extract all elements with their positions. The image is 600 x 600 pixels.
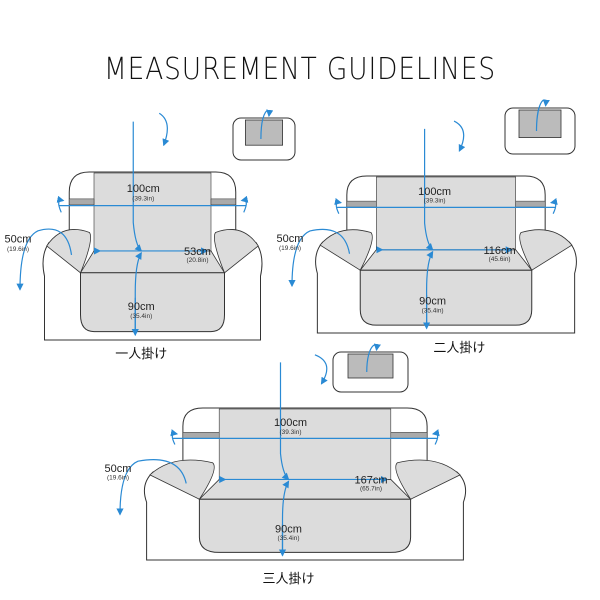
- sofa-type-label: 二人掛け: [433, 341, 485, 356]
- page-title: MEASUREMENT GUIDELINES: [104, 52, 496, 87]
- arm-length-label: 50cm: [105, 463, 132, 475]
- arm-length-inches: (19.6in): [279, 245, 301, 252]
- back-length-inches: (39.3in): [279, 429, 301, 436]
- thumbnail-cover: [347, 353, 394, 379]
- back-length-label: 100cm: [274, 417, 307, 429]
- wrap-arrow-right: [240, 195, 249, 213]
- arm-cover-left: [149, 459, 215, 500]
- width-inches: (65.7in): [360, 485, 382, 492]
- arm-cover-left: [319, 229, 373, 271]
- sofa-type-label: 一人掛け: [115, 347, 167, 362]
- back-cover-panel: [376, 176, 516, 252]
- wrap-arrow-left: [56, 195, 65, 213]
- seat-length-arrow: [134, 251, 142, 335]
- width-label: 116cm: [483, 245, 515, 257]
- top-tuck-arrow: [453, 120, 466, 152]
- arm-length-inches: (19.6in): [107, 474, 129, 481]
- arm-length-arrow: [116, 459, 187, 516]
- arm-cover-right: [519, 229, 573, 271]
- seat-length-arrow: [426, 250, 434, 329]
- wrap-arrow-left: [170, 429, 179, 445]
- strap-right: [210, 198, 236, 206]
- back-length-inches: (39.3in): [132, 196, 154, 203]
- width-label: 53cm: [184, 246, 211, 258]
- front-cover-panel: [198, 498, 412, 553]
- width-inches: (20.8in): [186, 257, 208, 264]
- tuck-arrow-icon: [535, 99, 550, 132]
- tuck-arrow-icon: [366, 343, 381, 373]
- sofa-1: 100cm(39.3in) 53cm(20.8in) 90cm(35.4in) 50c…: [5, 112, 263, 362]
- strap-left: [346, 200, 377, 208]
- arm-length-label: 50cm: [277, 233, 304, 245]
- wrap-arrow-left: [334, 198, 343, 214]
- thumbnail-1: [232, 109, 296, 161]
- arm-length-inches: (19.6in): [7, 246, 29, 253]
- strap-left: [69, 198, 95, 206]
- arm-length-arrow: [288, 228, 351, 288]
- width-label: 167cm: [354, 474, 387, 486]
- seat-length-inches: (35.4in): [277, 535, 299, 542]
- back-length-label: 100cm: [127, 183, 160, 195]
- seat-length-label: 90cm: [275, 524, 302, 536]
- thumbnail-cover: [518, 109, 562, 139]
- seat-length-label: 90cm: [419, 296, 446, 308]
- strap-right: [515, 200, 546, 208]
- thumbnail-3: [332, 343, 409, 393]
- strap-right: [390, 432, 428, 439]
- width-inches: (45.6in): [489, 256, 511, 263]
- strap-left: [182, 432, 220, 439]
- top-tuck-arrow: [158, 112, 170, 147]
- top-tuck-arrow: [314, 354, 328, 385]
- seat-length-label: 90cm: [128, 301, 155, 313]
- back-length-label: 100cm: [418, 186, 451, 198]
- seat-length-inches: (35.4in): [130, 313, 152, 320]
- front-cover-panel: [80, 272, 225, 333]
- thumbnail-cover: [244, 119, 283, 146]
- sofa-type-label: 三人掛け: [262, 572, 314, 587]
- thumbnail-2: [504, 99, 576, 155]
- arm-cover-right: [213, 229, 259, 274]
- sofa-3: 100cm(39.3in) 167cm(65.7in) 90cm(35.4in) 50…: [105, 354, 467, 587]
- tuck-arrow-icon: [260, 109, 274, 140]
- seat-length-inches: (35.4in): [422, 308, 444, 315]
- seat-length-arrow: [281, 480, 290, 556]
- arm-length-label: 50cm: [5, 234, 32, 246]
- arm-cover-left: [46, 229, 92, 274]
- front-cover-panel: [359, 269, 533, 326]
- wrap-arrow-right: [431, 429, 440, 445]
- back-cover-panel: [218, 408, 392, 481]
- arm-cover-right: [395, 459, 461, 500]
- sofa-2: 100cm(39.3in) 116cm(45.6in) 90cm(35.4in) 50…: [277, 120, 577, 356]
- back-length-inches: (39.3in): [424, 198, 446, 205]
- wrap-arrow-right: [549, 198, 558, 214]
- arm-length-arrow: [16, 228, 73, 291]
